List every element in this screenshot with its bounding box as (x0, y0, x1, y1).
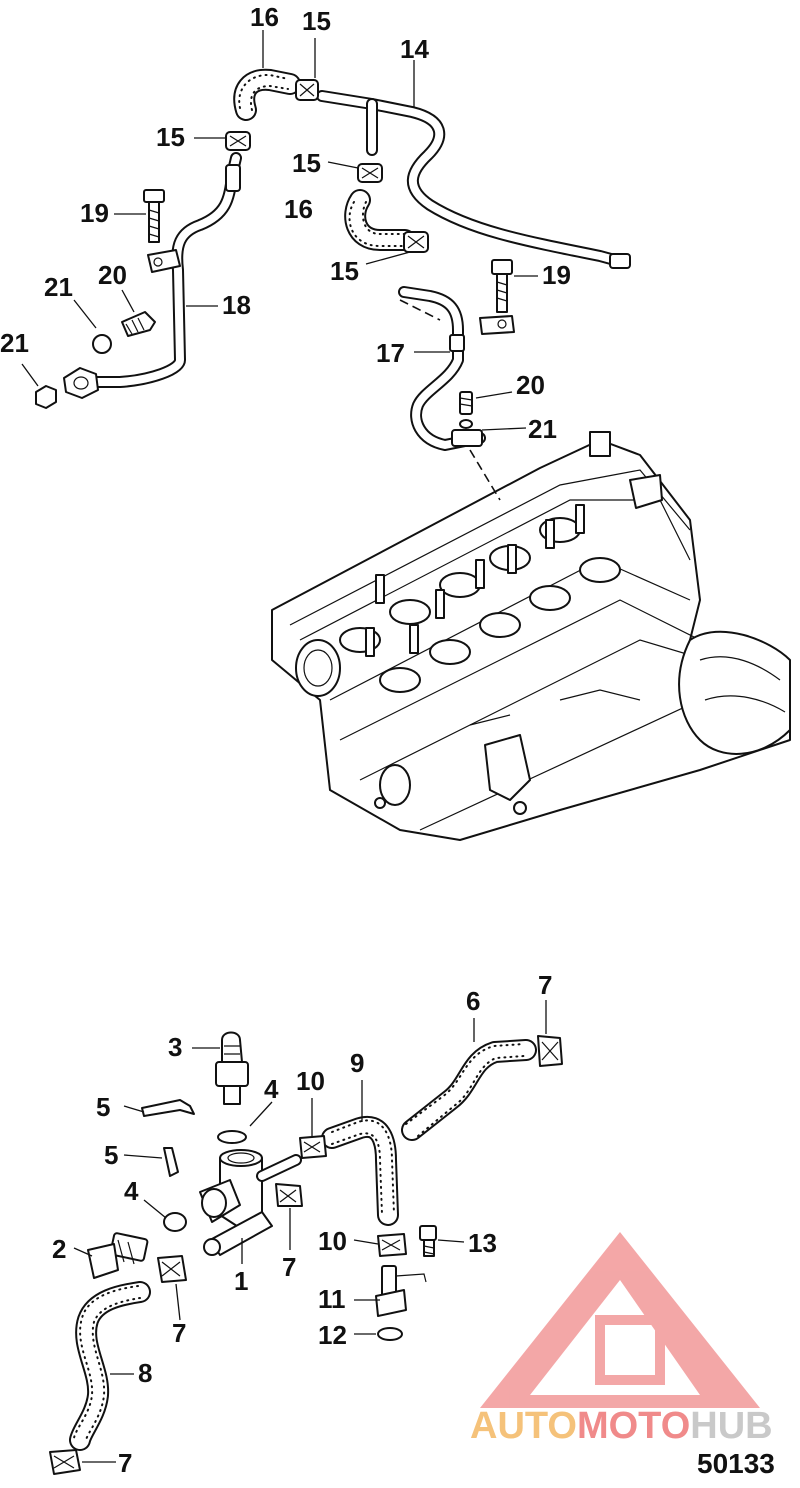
o-ring-4-bottom (163, 1212, 187, 1232)
upper-leaders (21, 30, 538, 431)
callout-8: 8 (138, 1358, 152, 1388)
bolt-19-right (491, 259, 513, 313)
watermark-logo (480, 1232, 760, 1408)
lower-leaders (73, 1000, 547, 1463)
callout-16: 16 (250, 2, 279, 32)
washer-21-left (92, 334, 112, 354)
fitting-20-right (459, 391, 473, 415)
callout-7: 7 (538, 970, 552, 1000)
callout-1: 1 (234, 1266, 248, 1296)
clamp-7-left (157, 1255, 187, 1283)
clamp-15-a (295, 79, 319, 101)
callout-labels: 16 15 14 15 15 16 15 19 19 21 20 18 21 1… (0, 2, 571, 1478)
callout-19: 19 (542, 260, 571, 290)
sender-3 (215, 1031, 249, 1105)
watermark-triangle (480, 1232, 760, 1408)
tube-18 (90, 152, 242, 388)
callout-21: 21 (44, 272, 73, 302)
callout-3: 3 (168, 1032, 182, 1062)
callout-5: 5 (104, 1140, 118, 1170)
hose-8 (69, 1281, 151, 1451)
head-bolts (365, 504, 585, 657)
thermostat-housing-1 (199, 1149, 302, 1256)
callout-20: 20 (516, 370, 545, 400)
intake-manifold (678, 630, 791, 755)
callout-15: 15 (302, 6, 331, 36)
callout-10: 10 (318, 1226, 347, 1256)
washer-21-left-outer (35, 385, 57, 409)
fitting-20-left (121, 311, 156, 337)
clamp-10-bottom (377, 1233, 407, 1257)
callout-9: 9 (350, 1048, 364, 1078)
callout-4: 4 (124, 1176, 139, 1206)
hose-6 (401, 1039, 537, 1141)
callout-4: 4 (264, 1074, 279, 1104)
fitting-13 (419, 1225, 437, 1257)
clamp-10-top (299, 1135, 327, 1159)
centerline-17 (469, 449, 501, 501)
hose-16-upper (233, 68, 301, 121)
callout-20: 20 (98, 260, 127, 290)
coolant-port (379, 764, 411, 806)
callout-15: 15 (156, 122, 185, 152)
watermark-text: AUTOMOTOHUB (470, 1405, 773, 1447)
hose-16-lower (344, 189, 416, 251)
cylinder-head-assembly (271, 431, 791, 841)
clamp-15-c (357, 163, 383, 183)
callout-2: 2 (52, 1234, 66, 1264)
fitting-11 (375, 1265, 427, 1317)
callout-7: 7 (118, 1448, 132, 1478)
callout-15: 15 (292, 148, 321, 178)
callout-18: 18 (222, 290, 251, 320)
clip-5-top (141, 1099, 195, 1117)
bolt-19-left (143, 189, 165, 243)
callout-14: 14 (400, 34, 429, 64)
callout-11: 11 (318, 1284, 346, 1314)
gasket-12 (377, 1327, 403, 1341)
callout-7: 7 (282, 1252, 296, 1282)
callout-7: 7 (172, 1318, 186, 1348)
callout-5: 5 (96, 1092, 110, 1122)
callout-21: 21 (0, 328, 29, 358)
clamp-7-bottom (49, 1449, 81, 1475)
clamp-15-b (225, 131, 251, 151)
callout-10: 10 (296, 1066, 325, 1096)
callout-6: 6 (466, 986, 480, 1016)
callout-13: 13 (468, 1228, 497, 1258)
sender-2 (87, 1232, 149, 1279)
callout-17: 17 (376, 338, 405, 368)
tube-17 (398, 286, 515, 451)
hose-9 (321, 1115, 399, 1226)
coolant-outlet (484, 734, 531, 801)
callout-19: 19 (80, 198, 109, 228)
clamp-7-mid (275, 1183, 303, 1207)
callout-12: 12 (318, 1320, 347, 1350)
callout-21: 21 (528, 414, 557, 444)
hose-14 (316, 90, 631, 269)
camshaft-bore (295, 639, 341, 697)
o-ring-4-top (217, 1130, 247, 1144)
figure-number: 50133 (697, 1448, 775, 1479)
callout-15: 15 (330, 256, 359, 286)
clamp-7-top (537, 1035, 563, 1067)
clamp-15-d (403, 231, 429, 253)
clip-5-bottom (163, 1147, 179, 1177)
washer-21-right (459, 419, 473, 429)
fitting-nut-left (63, 367, 99, 399)
callout-16: 16 (284, 194, 313, 224)
